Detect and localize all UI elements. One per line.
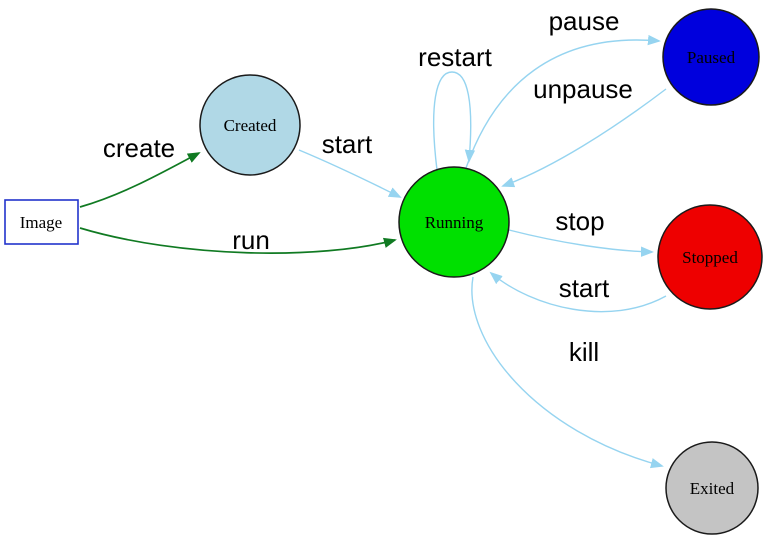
edge-pause: pause — [465, 6, 661, 169]
edge-start-stopped-running-line — [489, 271, 667, 313]
edge-kill: kill — [471, 276, 664, 469]
edge-pause-label: pause — [549, 6, 620, 36]
node-paused: Paused — [662, 8, 760, 106]
edge-start-created-running: start — [298, 129, 402, 198]
edge-start-created-running-label: start — [322, 129, 373, 159]
node-created: Created — [199, 74, 301, 176]
node-running: Running — [398, 166, 510, 278]
edge-stop-label: stop — [555, 206, 604, 236]
edge-unpause-label: unpause — [533, 74, 633, 104]
node-paused-shape — [662, 8, 760, 106]
node-image: Image — [4, 199, 79, 245]
edge-kill-label: kill — [569, 337, 599, 367]
node-paused-label: Paused — [687, 48, 736, 67]
node-image-label: Image — [20, 213, 62, 232]
node-running-label: Running — [425, 213, 484, 232]
edge-pause-line — [465, 34, 661, 169]
edge-run-line — [79, 227, 397, 254]
edge-kill-line — [471, 276, 664, 469]
edge-stop: stop — [508, 206, 654, 257]
node-exited-label: Exited — [690, 479, 735, 498]
edge-create-label: create — [103, 133, 175, 163]
node-stopped-shape — [657, 204, 763, 310]
node-exited: Exited — [665, 441, 759, 535]
edge-stop-line — [508, 229, 654, 257]
edge-start-stopped-running: start — [489, 271, 667, 313]
node-stopped: Stopped — [657, 204, 763, 310]
edge-create-line — [79, 152, 201, 208]
edge-run-label: run — [232, 225, 270, 255]
edge-start-created-running-line — [298, 149, 402, 198]
edge-restart: restart — [418, 42, 493, 171]
edge-restart-line — [432, 71, 476, 171]
edge-unpause: unpause — [501, 74, 667, 188]
node-running-shape — [398, 166, 510, 278]
edge-create: create — [79, 133, 201, 208]
edge-restart-label: restart — [418, 42, 492, 72]
node-exited-shape — [665, 441, 759, 535]
edge-run: run — [79, 225, 397, 255]
node-created-shape — [199, 74, 301, 176]
node-stopped-label: Stopped — [682, 248, 738, 267]
node-created-label: Created — [224, 116, 277, 135]
edge-unpause-line — [501, 88, 667, 188]
edge-start-stopped-running-label: start — [559, 273, 610, 303]
node-image-shape — [4, 199, 79, 245]
